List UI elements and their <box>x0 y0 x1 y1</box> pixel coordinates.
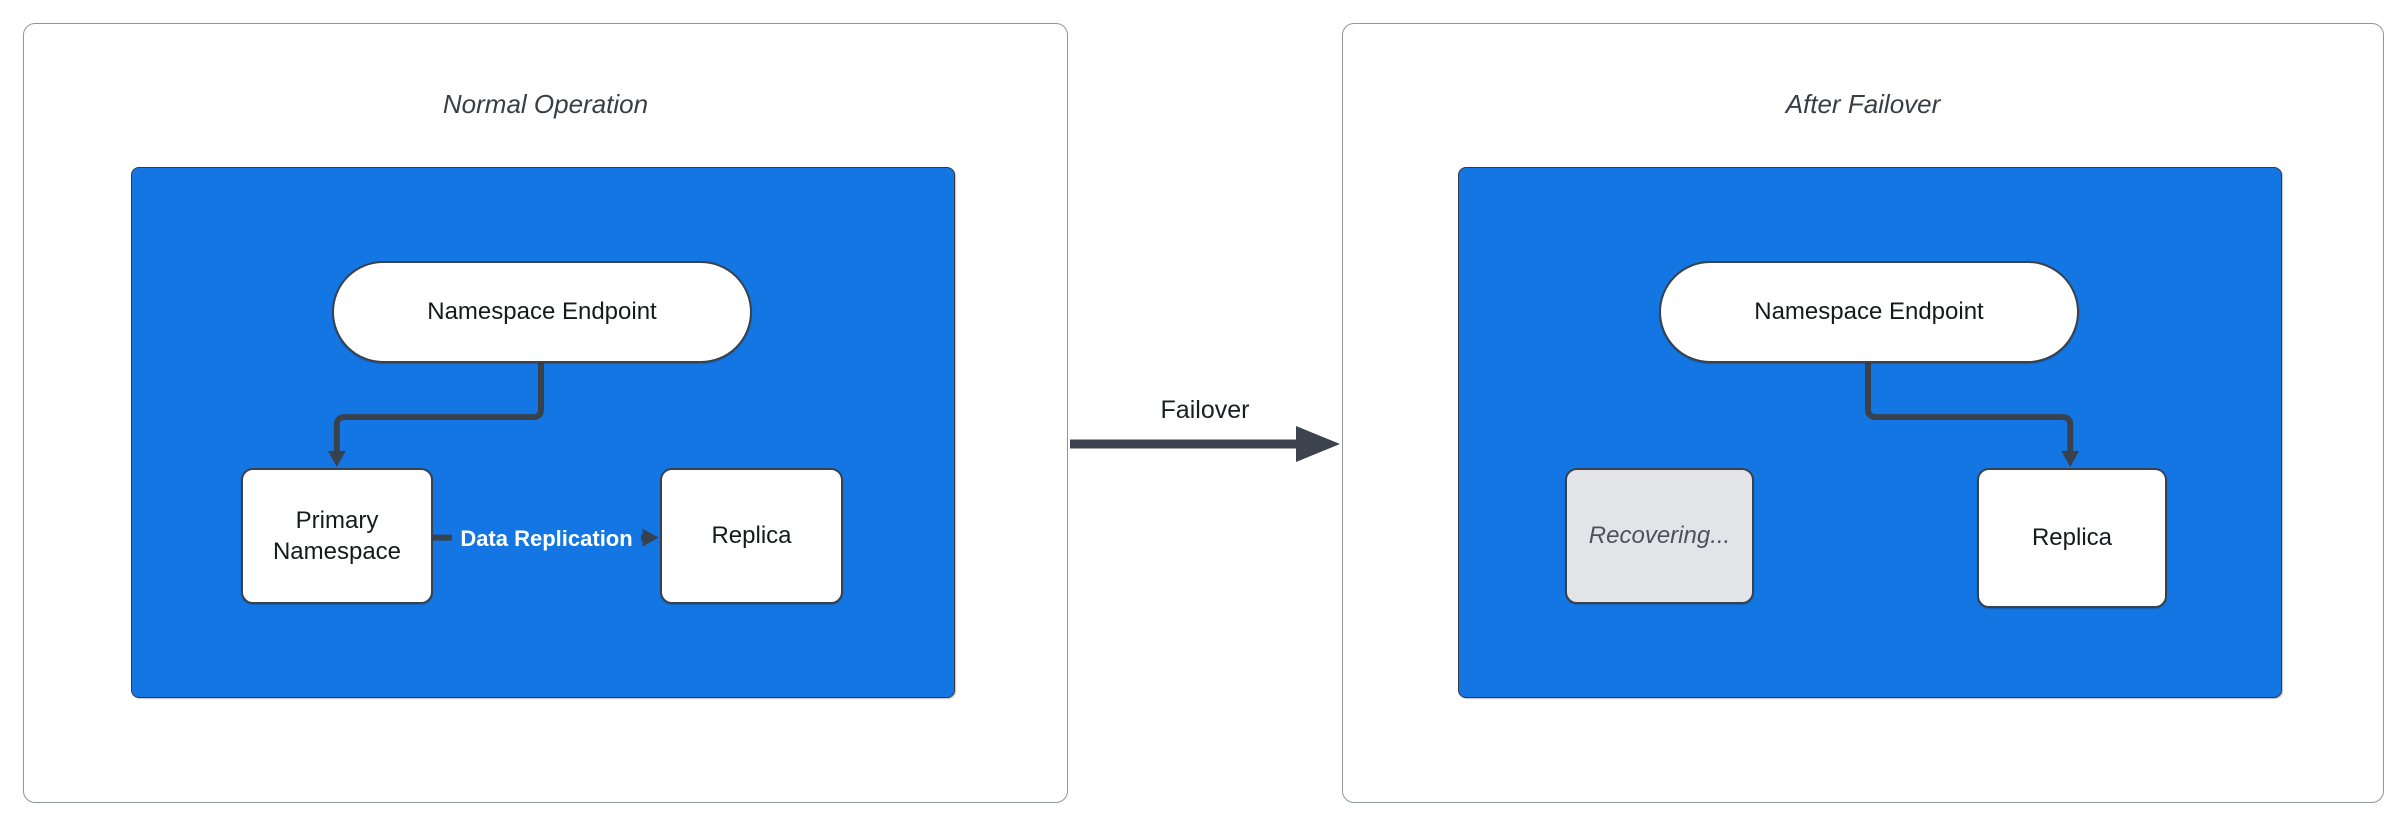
connector-layer-failover <box>1865 362 2080 467</box>
endpoint-to-primary-arrowhead-icon <box>327 450 346 467</box>
failover-arrow-icon <box>1070 426 1340 462</box>
node-replica-normal: Replica <box>660 468 843 604</box>
failover-arrowhead-icon <box>1296 426 1340 462</box>
node-primary-namespace: Primary Namespace <box>241 468 433 604</box>
node-recovering-label: Recovering... <box>1588 522 1731 550</box>
panel-title-normal-operation: Normal Operation <box>442 89 649 119</box>
node-namespace-endpoint-failover: Namespace Endpoint <box>1659 261 2079 363</box>
endpoint-to-replica-connector <box>1865 362 2074 452</box>
node-replica-failover-label: Replica <box>2031 524 2113 552</box>
node-namespace-endpoint: Namespace Endpoint <box>332 261 752 363</box>
node-namespace-endpoint-failover-label: Namespace Endpoint <box>1754 298 1984 326</box>
node-namespace-endpoint-label: Namespace Endpoint <box>427 298 657 326</box>
endpoint-to-replica-arrowhead-icon <box>2061 450 2080 467</box>
node-replica-normal-label: Replica <box>711 522 792 550</box>
failover-label: Failover <box>1160 396 1250 424</box>
node-primary-namespace-label: Primary Namespace <box>272 506 402 565</box>
connector-layer-normal <box>327 362 659 547</box>
failover-transition: Failover <box>1068 378 1342 470</box>
node-recovering: Recovering... <box>1565 468 1754 604</box>
panel-after-failover: After Failover Namespace Endpoint Recove… <box>1342 23 2384 803</box>
panel-normal-operation: Normal Operation Namespace Endpoint Prim… <box>23 23 1068 803</box>
data-replication-label: Data Replication <box>452 524 641 554</box>
panel-title-after-failover: After Failover <box>1785 89 1941 119</box>
cluster-after-failover: Namespace Endpoint Recovering... Replica <box>1458 167 2282 698</box>
endpoint-to-primary-connector <box>333 362 544 452</box>
node-replica-failover: Replica <box>1977 468 2167 608</box>
cluster-normal-operation: Namespace Endpoint Primary Namespace Rep… <box>131 167 955 698</box>
data-replication-label-wrap: Data Replication <box>433 521 660 557</box>
